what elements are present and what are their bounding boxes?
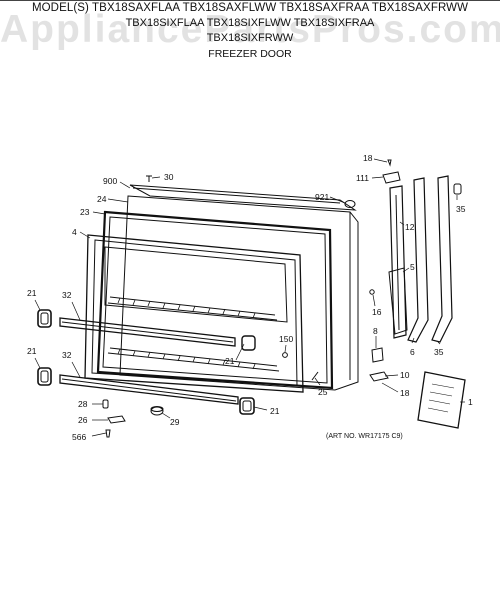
label-30: 30	[164, 172, 174, 182]
part-5-bracket	[388, 267, 408, 335]
label-10: 10	[400, 370, 410, 380]
part-16-screw	[369, 289, 375, 295]
part-21-clip-right-upper	[241, 335, 256, 351]
part-6-handle-strip	[407, 177, 429, 343]
label-32-lower: 32	[62, 350, 72, 360]
part-24-outer-panel	[119, 195, 359, 391]
part-900-top-trim	[129, 184, 357, 211]
label-28: 28	[78, 399, 88, 409]
part-566-screw	[105, 429, 111, 438]
art-number: (ART NO. WR17175 C9)	[326, 433, 403, 440]
label-150: 150	[279, 334, 293, 344]
label-21-left-upper: 21	[27, 288, 37, 298]
part-10-bracket	[369, 371, 389, 382]
part-921-plug	[344, 200, 356, 208]
part-21-clip-left-upper	[37, 309, 52, 328]
label-35-top: 35	[456, 204, 466, 214]
label-35-bottom: 35	[434, 347, 444, 357]
label-21-bottom: 21	[270, 406, 280, 416]
part-1-manual	[417, 371, 466, 429]
part-30-screw	[146, 175, 152, 182]
part-32-lower-bar	[59, 374, 239, 405]
part-150-screw	[282, 352, 288, 358]
part-8-block	[371, 347, 384, 363]
label-8: 8	[373, 326, 378, 336]
models-line-3: TBX18SIXFRWW	[206, 32, 294, 44]
part-23-gasket	[96, 210, 334, 390]
part-26-bracket	[107, 415, 126, 424]
header-rule	[0, 0, 500, 1]
label-921: 921	[315, 192, 329, 202]
label-16: 16	[372, 307, 382, 317]
label-12: 12	[405, 222, 415, 232]
models-line-2: TBX18SIXFLAA TBX18SIXFLWW TBX18SIXFRAA	[125, 17, 375, 29]
label-566: 566	[72, 432, 86, 442]
label-6: 6	[410, 347, 415, 357]
part-18-screw-top	[387, 159, 392, 167]
label-4: 4	[72, 227, 77, 237]
label-21-left-lower: 21	[27, 346, 37, 356]
label-111: 111	[356, 173, 369, 183]
label-24: 24	[97, 194, 107, 204]
label-18-bottom: 18	[400, 388, 410, 398]
part-4-inner-liner	[84, 234, 304, 393]
label-26: 26	[78, 415, 88, 425]
part-25-pin	[311, 371, 319, 381]
label-1: 1	[468, 397, 473, 407]
label-21-right: 21	[225, 356, 235, 366]
label-900: 900	[103, 176, 117, 186]
part-32-upper-bar	[59, 317, 236, 347]
part-28-plug	[102, 399, 109, 409]
label-29: 29	[170, 417, 180, 427]
part-21-clip-left-lower	[37, 367, 52, 386]
part-111-cap	[382, 171, 401, 184]
label-23: 23	[80, 207, 90, 217]
part-12-handle	[389, 185, 407, 339]
label-18-top: 18	[363, 153, 373, 163]
label-32-upper: 32	[62, 290, 72, 300]
section-title: FREEZER DOOR	[208, 48, 292, 60]
part-21-clip-bottom	[239, 397, 255, 415]
label-25: 25	[318, 387, 328, 397]
part-35-handle-outer	[431, 175, 453, 343]
models-line-1: MODEL(S) TBX18SAXFLAA TBX18SAXFLWW TBX18…	[31, 2, 469, 14]
part-35-end-cap	[453, 183, 462, 195]
label-5: 5	[410, 262, 415, 272]
